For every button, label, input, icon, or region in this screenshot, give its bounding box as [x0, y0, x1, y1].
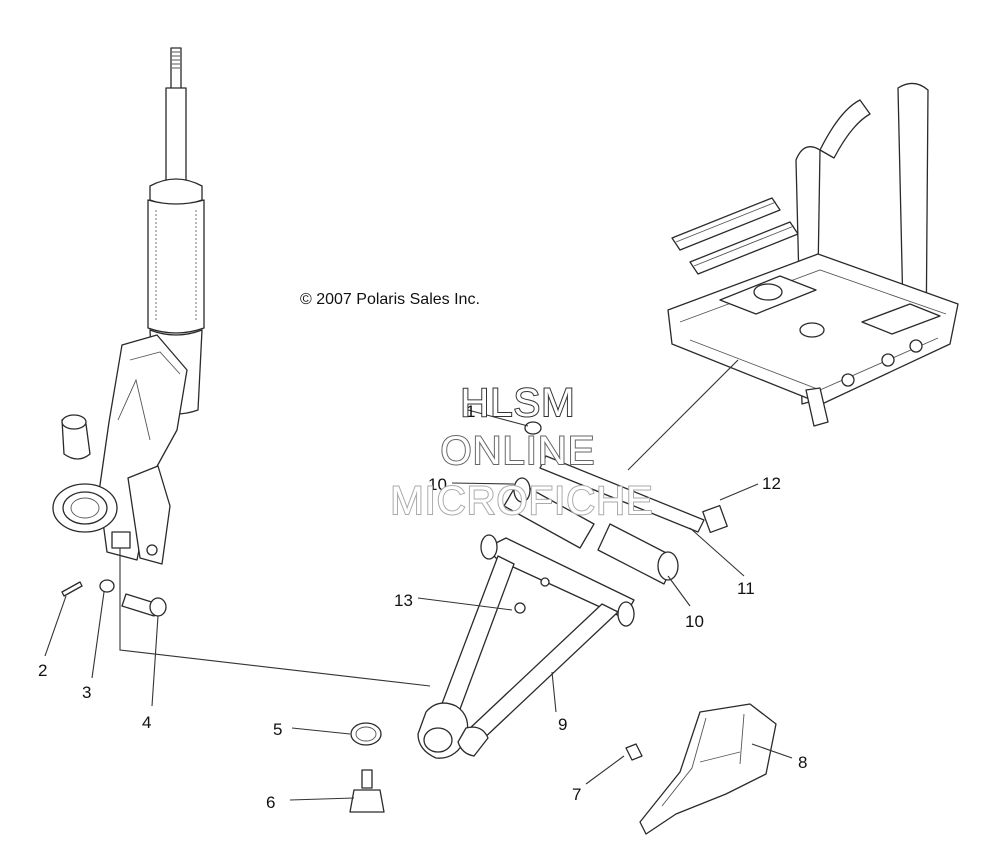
callout-4: 4: [142, 713, 151, 732]
small-hardware: [61, 579, 643, 813]
callout-2: 2: [38, 661, 47, 680]
callout-5: 5: [273, 720, 282, 739]
callout-3: 3: [82, 683, 91, 702]
a-arm: [417, 534, 635, 759]
watermark-microfiche: MICROFICHE: [390, 479, 653, 523]
frame-section: [667, 82, 959, 427]
connector-line-frame: [627, 359, 739, 471]
connector-line: [119, 548, 431, 687]
watermark-hlsm: HLSM: [460, 381, 575, 425]
callout-13: 13: [394, 591, 413, 610]
callout-9: 9: [558, 715, 567, 734]
callout-10-upper: 10: [428, 475, 447, 494]
callout-6: 6: [266, 793, 275, 812]
steering-knuckle: [52, 334, 188, 565]
callout-7: 7: [572, 785, 581, 804]
copyright-notice: © 2007 Polaris Sales Inc.: [300, 291, 480, 308]
callout-12: 12: [762, 474, 781, 493]
callout-10-lower: 10: [685, 612, 704, 631]
pivot-hardware: [503, 421, 728, 585]
watermark-online: ONLINE: [441, 429, 596, 473]
callout-8: 8: [798, 753, 807, 772]
callout-11: 11: [737, 579, 755, 598]
skid-plate: [639, 703, 777, 835]
leader-lines: [44, 409, 793, 801]
callout-1: 1: [466, 402, 475, 421]
